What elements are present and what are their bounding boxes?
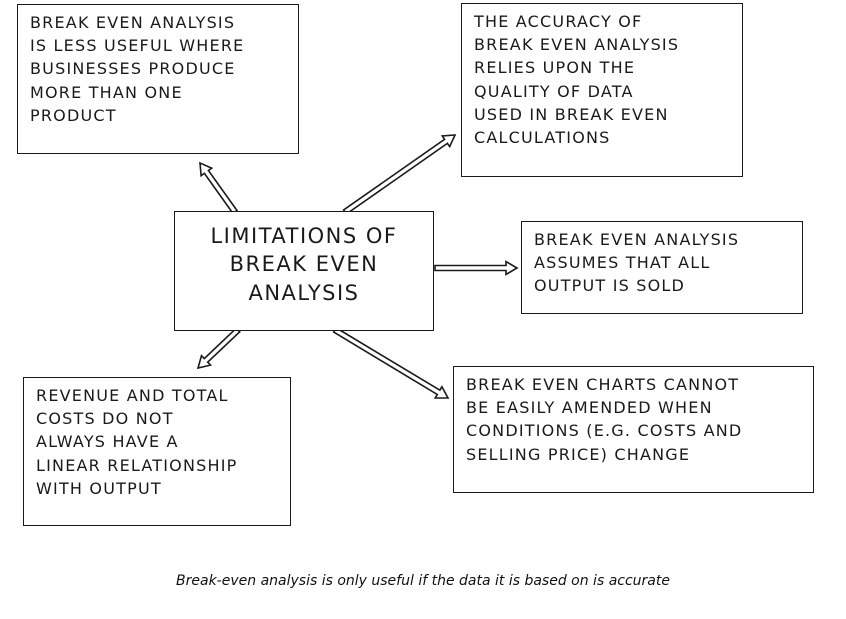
box-top-left: BREAK EVEN ANALYSIS IS LESS USEFUL WHERE… [17,4,299,154]
box-center-limitations: LIMITATIONS OF BREAK EVEN ANALYSIS [174,211,434,331]
box-bottom-right: BREAK EVEN CHARTS CANNOT BE EASILY AMEND… [453,366,814,493]
arrow-to-top-left [199,161,239,215]
arrow-to-bottom-right [332,326,450,399]
arrow-to-middle-right [434,260,519,276]
box-middle-right: BREAK EVEN ANALYSIS ASSUMES THAT ALL OUT… [521,221,803,314]
box-top-right: THE ACCURACY OF BREAK EVEN ANALYSIS RELI… [461,3,743,177]
caption: Break-even analysis is only useful if th… [176,573,670,589]
arrow-to-top-right [342,134,457,216]
box-bottom-left: REVENUE AND TOTAL COSTS DO NOT ALWAYS HA… [23,377,291,526]
arrow-to-bottom-left [196,327,241,370]
